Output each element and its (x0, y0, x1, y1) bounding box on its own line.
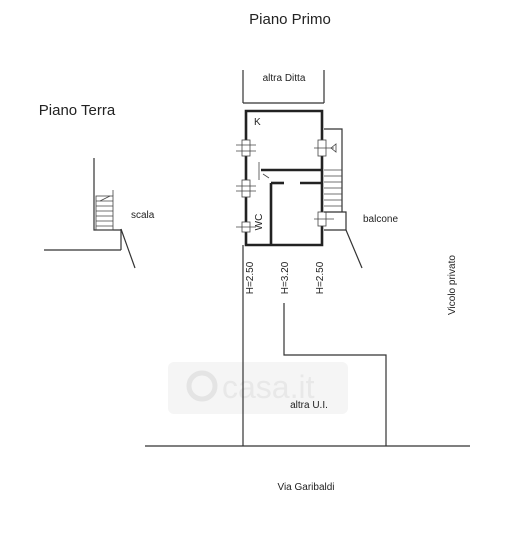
site-outline (145, 245, 470, 447)
label-altra-ui: altra U.I. (290, 400, 328, 411)
height-label-3: H=2.50 (315, 261, 326, 294)
label-balcone: balcone (363, 214, 398, 225)
label-via-garibaldi: Via Garibaldi (277, 482, 334, 493)
height-label-1: H=2.50 (245, 261, 256, 294)
label-kitchen: K (254, 117, 261, 128)
label-wc: WC (254, 214, 265, 231)
neighbour-band (242, 70, 325, 104)
balcony (324, 211, 363, 269)
windows (236, 139, 334, 233)
floor-title-first: Piano Primo (249, 11, 331, 28)
apartment-walls (244, 109, 324, 247)
height-label-2: H=3.20 (280, 261, 291, 294)
ground-floor-stairs (44, 158, 136, 269)
floor-title-ground: Piano Terra (39, 102, 116, 119)
label-altra-ditta: altra Ditta (263, 73, 306, 84)
external-stair (324, 128, 343, 212)
watermark: casa.it (168, 362, 348, 414)
label-vicolo-privato: Vicolo privato (447, 255, 458, 315)
watermark-text: casa.it (222, 369, 315, 405)
label-scala: scala (131, 210, 155, 221)
